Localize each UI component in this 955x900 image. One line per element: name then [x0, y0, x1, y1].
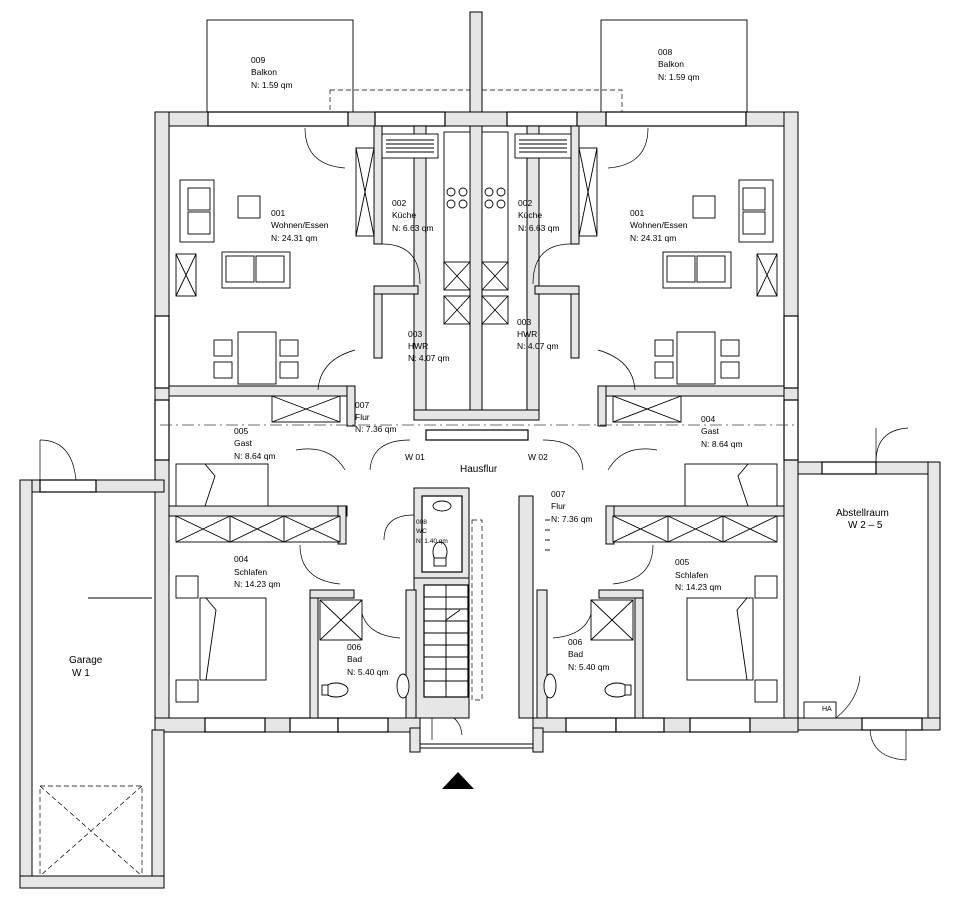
label-kueche-right: 002 Küche N: 6.63 qm [518, 198, 560, 233]
label-flur-left: 007 Flur N: 7.36 qm [355, 400, 397, 434]
label-balkon-right: 008 Balkon N: 1.59 qm [658, 47, 700, 82]
living-right-furniture [654, 179, 778, 385]
svg-text:001: 001 [630, 208, 644, 218]
svg-text:005: 005 [675, 557, 689, 567]
svg-text:N: 14.23 qm: N: 14.23 qm [675, 582, 721, 592]
kitchen-left-furniture [355, 131, 471, 325]
label-schlafen-right: 005 Schlafen N: 14.23 qm [675, 557, 721, 592]
guest-left-furniture [175, 395, 341, 507]
svg-text:004: 004 [234, 554, 248, 564]
label-wc: 008 WC N: 1.40 qm [416, 519, 448, 545]
svg-text:N: 1.59 qm: N: 1.59 qm [251, 80, 293, 90]
svg-text:N: 14.23 qm: N: 14.23 qm [234, 579, 280, 589]
svg-text:Gast: Gast [701, 426, 720, 436]
label-w01: W 01 [405, 452, 425, 462]
svg-text:HWR: HWR [408, 341, 428, 351]
bathroom-left-furniture [319, 599, 410, 699]
bedroom-right-furniture [612, 515, 778, 703]
label-bad-left: 006 Bad N: 5.40 qm [347, 642, 389, 677]
svg-text:N: 4.07 qm: N: 4.07 qm [408, 353, 450, 363]
interior-walls-left [168, 125, 419, 719]
svg-text:Balkon: Balkon [658, 59, 684, 69]
svg-text:004: 004 [701, 414, 715, 424]
svg-text:008: 008 [416, 519, 427, 526]
svg-text:N: 8.64 qm: N: 8.64 qm [701, 439, 743, 449]
interior-walls-right [534, 125, 785, 719]
bathroom-right-furniture [543, 519, 634, 699]
svg-text:N: 5.40 qm: N: 5.40 qm [568, 662, 610, 672]
label-hwr-left: 003 HWR N: 4.07 qm [408, 329, 450, 363]
svg-text:N: 4.07 qm: N: 4.07 qm [517, 341, 559, 351]
svg-text:Schlafen: Schlafen [675, 570, 708, 580]
svg-text:Schlafen: Schlafen [234, 567, 267, 577]
label-hausflur: Hausflur [460, 464, 498, 475]
svg-text:008: 008 [658, 47, 672, 57]
svg-text:N: 24.31 qm: N: 24.31 qm [630, 233, 676, 243]
label-gast-left: 005 Gast N: 8.64 qm [234, 426, 276, 461]
label-ha: HA [822, 706, 832, 713]
svg-text:009: 009 [251, 55, 265, 65]
svg-text:N: 6.63 qm: N: 6.63 qm [392, 223, 434, 233]
svg-text:W 1: W 1 [72, 668, 90, 679]
svg-text:007: 007 [355, 400, 369, 410]
kitchen-right-furniture [481, 131, 598, 325]
door-swings [295, 127, 658, 639]
svg-text:Bad: Bad [347, 654, 362, 664]
entrance-arrow-icon [442, 772, 474, 789]
label-wohnen-right: 001 Wohnen/Essen N: 24.31 qm [630, 208, 688, 243]
svg-text:007: 007 [551, 489, 565, 499]
svg-text:003: 003 [408, 329, 422, 339]
svg-text:N: 5.40 qm: N: 5.40 qm [347, 667, 389, 677]
svg-text:N: 7.36 qm: N: 7.36 qm [551, 514, 593, 524]
svg-text:Flur: Flur [551, 501, 566, 511]
svg-text:Wohnen/Essen: Wohnen/Essen [630, 220, 688, 230]
svg-text:Flur: Flur [355, 412, 370, 422]
svg-text:N: 8.64 qm: N: 8.64 qm [234, 451, 276, 461]
svg-text:Gast: Gast [234, 438, 253, 448]
svg-text:006: 006 [568, 637, 582, 647]
label-flur-right: 007 Flur N: 7.36 qm [551, 489, 593, 524]
svg-text:Balkon: Balkon [251, 67, 277, 77]
svg-text:Bad: Bad [568, 649, 583, 659]
svg-text:Küche: Küche [518, 210, 542, 220]
svg-text:N: 1.59 qm: N: 1.59 qm [658, 72, 700, 82]
svg-text:W 2 – 5: W 2 – 5 [848, 520, 883, 531]
label-kueche-left: 002 Küche N: 6.63 qm [392, 198, 434, 233]
label-hwr-right: 003 HWR N: 4.07 qm [517, 317, 559, 351]
svg-text:Garage: Garage [69, 655, 103, 666]
storage-room [797, 427, 941, 761]
label-bad-right: 006 Bad N: 5.40 qm [568, 637, 610, 672]
svg-text:WC: WC [416, 528, 427, 535]
svg-text:Küche: Küche [392, 210, 416, 220]
svg-text:N: 6.63 qm: N: 6.63 qm [518, 223, 560, 233]
svg-text:N: 24.31 qm: N: 24.31 qm [271, 233, 317, 243]
svg-text:001: 001 [271, 208, 285, 218]
living-left-furniture [175, 179, 299, 385]
svg-text:002: 002 [392, 198, 406, 208]
garage [19, 439, 165, 889]
label-w02: W 02 [528, 452, 548, 462]
bedroom-left-furniture [175, 515, 341, 703]
label-garage: Garage W 1 [69, 655, 103, 679]
svg-text:Abstellraum: Abstellraum [836, 508, 889, 519]
label-balkon-left: 009 Balkon N: 1.59 qm [251, 55, 293, 90]
balcony-left [206, 19, 354, 113]
svg-text:005: 005 [234, 426, 248, 436]
svg-text:006: 006 [347, 642, 361, 652]
label-schlafen-left: 004 Schlafen N: 14.23 qm [234, 554, 280, 589]
svg-text:002: 002 [518, 198, 532, 208]
svg-text:N: 7.36 qm: N: 7.36 qm [355, 424, 397, 434]
label-wohnen-left: 001 Wohnen/Essen N: 24.31 qm [271, 208, 329, 243]
svg-text:Wohnen/Essen: Wohnen/Essen [271, 220, 329, 230]
label-abstellraum: Abstellraum W 2 – 5 [836, 508, 889, 531]
svg-text:HWR: HWR [517, 329, 537, 339]
party-wall-top [469, 11, 483, 117]
guest-right-furniture [612, 395, 778, 507]
svg-text:003: 003 [517, 317, 531, 327]
svg-text:N: 1.40 qm: N: 1.40 qm [416, 538, 448, 545]
label-gast-right: 004 Gast N: 8.64 qm [701, 414, 743, 449]
